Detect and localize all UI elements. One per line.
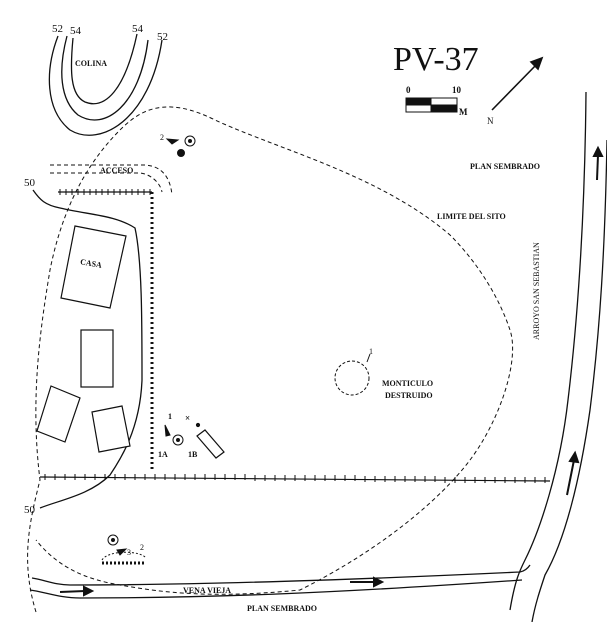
scale-start: 0 (406, 85, 411, 95)
scale-unit: M (459, 107, 468, 117)
vena-vieja (29, 564, 531, 599)
label-arroyo-san-sebastian: ARROYO SAN SEBASTIAN (532, 242, 541, 340)
feature-label-2b: 2 (140, 543, 144, 552)
site-limit-boundary (27, 106, 514, 613)
contour-label-50-bottom: 50 (24, 504, 35, 516)
contour-label-54-right: 54 (132, 23, 143, 35)
north-label: N (487, 116, 494, 126)
label-destruido: DESTRUIDO (385, 391, 433, 400)
feature-label-1: 1 (168, 412, 172, 421)
label-plan-sembrado-top: PLAN SEMBRADO (470, 162, 541, 171)
test-pit-2-icon (184, 135, 196, 147)
contour-label-54-left: 54 (70, 25, 81, 37)
feature-label-3: 3 (127, 548, 131, 557)
test-pit-3-icon (107, 534, 119, 546)
label-vena-vieja: VENA VIEJA (183, 586, 232, 595)
building-4 (91, 405, 131, 453)
building-3 (36, 385, 81, 443)
label-colina: COLINA (75, 59, 108, 68)
mound-circle (334, 360, 370, 396)
building-casa (60, 225, 127, 309)
arrow-2-icon (165, 138, 180, 145)
cross-marker-icon: × (185, 413, 190, 423)
scale-end: 10 (452, 85, 461, 95)
contour-50 (32, 189, 143, 509)
sherd-cluster-icon (177, 149, 185, 157)
arrow-1-icon (164, 424, 171, 437)
access-road (50, 164, 173, 196)
arrow-3-icon (116, 548, 128, 556)
label-plan-sembrado-bottom: PLAN SEMBRADO (247, 604, 318, 613)
scale-bar (405, 97, 458, 113)
arroyo-san-sebastian (509, 91, 607, 622)
site-title: PV-37 (393, 41, 479, 78)
label-acceso: ACCESO (100, 166, 134, 175)
fence-ticks (59, 189, 151, 195)
fence-bottom-ticks (44, 474, 546, 483)
point-1b-icon (195, 422, 201, 428)
hill-contours (48, 33, 163, 136)
contour-label-52-left: 52 (52, 23, 63, 35)
test-pit-1a-icon (172, 434, 184, 446)
label-monticulo: MONTICULO (382, 379, 434, 388)
feature-markers: × (101, 135, 201, 565)
feature-label-1b: 1B (188, 450, 198, 459)
feature-label-1a: 1A (158, 450, 168, 459)
feature-label-2: 2 (160, 133, 164, 142)
contour-label-50-top: 50 (24, 177, 35, 189)
building-1b (196, 429, 225, 459)
flow-arrows (59, 145, 604, 597)
building-2 (80, 329, 114, 388)
label-limite-del-sito: LIMITE DEL SITO (437, 212, 506, 221)
contour-label-52-right: 52 (157, 31, 168, 43)
north-arrow-icon (491, 56, 544, 111)
buildings (36, 225, 225, 459)
mound-label-1: 1 (369, 347, 373, 356)
